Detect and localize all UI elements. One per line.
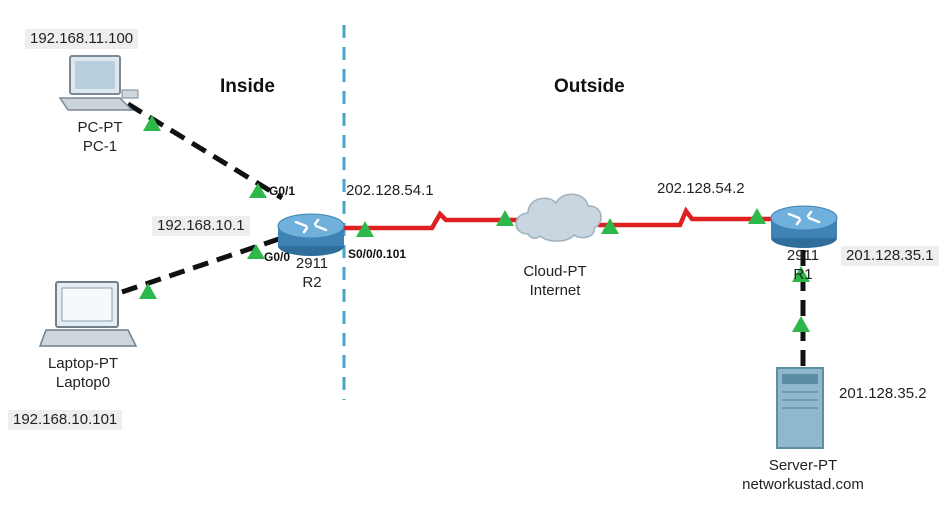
server-label: Server-PT networkustad.com [718,456,888,494]
pc1-name: PC-1 [82,138,118,155]
r1-label: 2911 R1 [783,246,823,284]
laptop0-type: Laptop-PT [47,355,119,372]
server-icon[interactable] [776,367,824,449]
zone-label-inside: Inside [220,76,275,97]
link-status-pc1 [143,115,161,131]
link-status-laptop0 [139,283,157,299]
link-status-cloud-right [601,218,619,234]
laptop0-label: Laptop-PT Laptop0 [28,354,138,392]
r1-ip-label: 201.128.35.1 [841,246,939,266]
cloud-label: Cloud-PT Internet [510,262,600,300]
r2-wan-ip-label: 202.128.54.1 [346,182,434,199]
server-ip-label: 201.128.35.2 [839,385,927,402]
laptop-icon[interactable] [38,281,138,347]
router-r2-icon[interactable] [277,213,345,256]
r2-model: 2911 [295,255,329,272]
pc-icon[interactable] [58,55,139,111]
laptop0-ip-label: 192.168.10.101 [8,410,123,430]
cloud-type: Cloud-PT [523,263,587,280]
link-status-server [792,316,810,332]
r2-name: R2 [302,274,322,291]
r1-wan-ip-label: 202.128.54.2 [657,180,745,197]
pc1-type: PC-PT [77,119,123,136]
r2-g01-port-label: G0/1 [269,184,296,198]
pc1-ip-label: 192.168.11.100 [25,29,139,49]
r1-name: R1 [793,266,813,283]
pc1-label: PC-PT PC-1 [60,118,140,156]
r1-model: 2911 [786,247,820,264]
zone-label-outside: Outside [554,76,625,97]
server-type: Server-PT [768,457,838,474]
cloud-icon[interactable] [515,193,602,242]
r2-serial-port-label: S0/0/0.101 [348,247,407,261]
laptop0-name: Laptop0 [55,374,111,391]
link-status-r2-g00 [247,244,265,259]
link-r2-cloud [342,210,522,231]
link-status-r2-g01 [249,183,267,198]
r2-ip-label: 192.168.10.1 [152,216,250,236]
cloud-name: Internet [529,282,581,299]
link-cloud-r1 [598,206,776,228]
link-status-r1-lan [792,266,810,282]
link-laptop0-r2 [121,235,283,295]
router-r1-icon[interactable] [770,205,838,248]
link-status-r2-serial [356,221,374,237]
r2-label: 2911 R2 [292,254,332,292]
server-name: networkustad.com [742,476,864,493]
r2-g00-port-label: G0/0 [264,250,291,264]
link-status-r1-wan [748,208,766,224]
link-status-cloud-left [496,210,514,226]
